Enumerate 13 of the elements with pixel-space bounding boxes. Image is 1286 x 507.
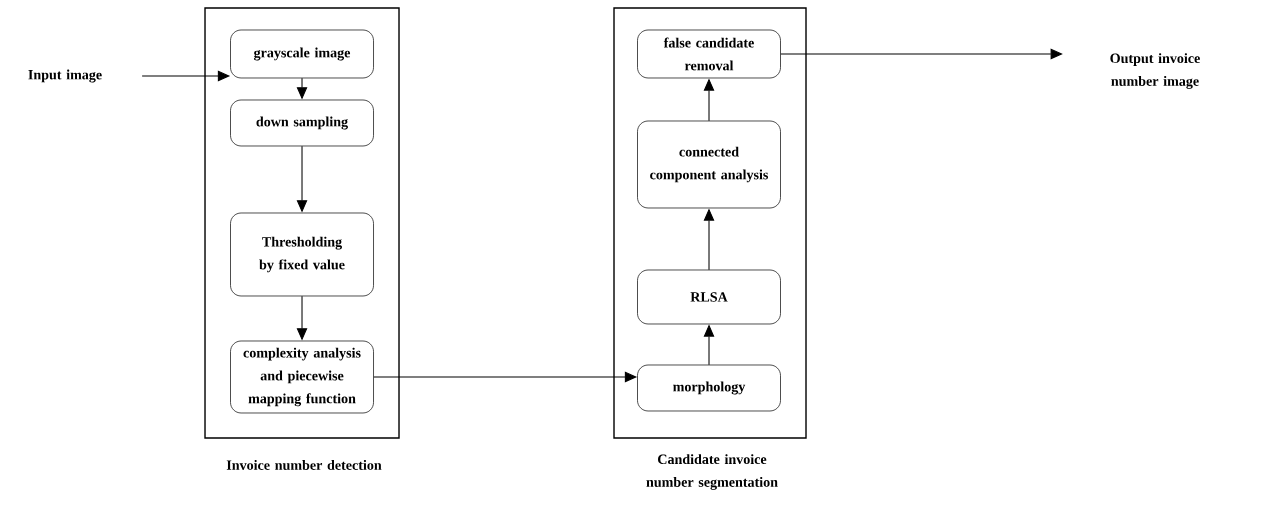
process-box: complexity analysis and piecewise mapping function [230, 340, 374, 414]
flow-label: Input image [28, 69, 102, 83]
process-box: grayscale image [230, 29, 374, 79]
group-label: Invoice number detection [226, 460, 382, 470]
process-box: connected component analysis [637, 120, 781, 209]
process-box: Thresholding by fixed value [230, 212, 374, 297]
group-label: Candidate invoice number segmentation [646, 454, 778, 490]
flow-label: Output invoice number image [1110, 53, 1200, 89]
arrow [780, 48, 1063, 60]
process-box: down sampling [230, 99, 374, 147]
process-box: morphology [637, 364, 781, 412]
process-box: RLSA [637, 269, 781, 325]
process-box: false candidate removal [637, 29, 781, 79]
